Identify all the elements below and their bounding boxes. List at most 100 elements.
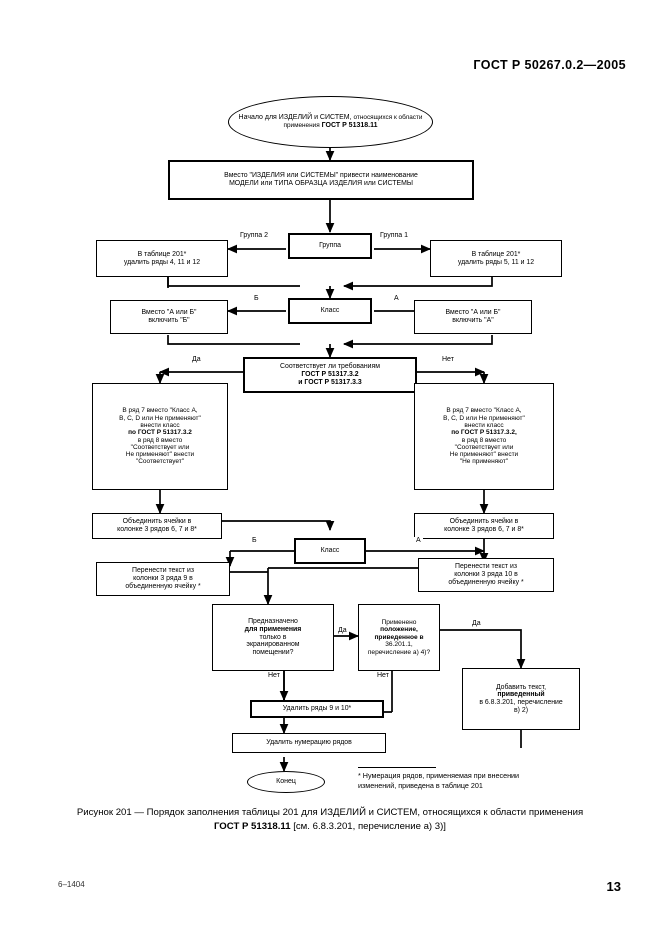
move-right-line-3: объединенную ячейку *: [448, 578, 524, 586]
decision-group: Группа: [288, 233, 372, 259]
decision-class-2: Класс: [294, 538, 366, 564]
start-line-4: ГОСТ Р 51318.11: [321, 122, 378, 129]
edge-label-shielded-no: Нет: [266, 672, 282, 679]
clause-line-2: положение,: [380, 626, 418, 634]
move-left-line-2: колонки 3 ряда 9 в: [133, 575, 193, 583]
footnote-line-1: * Нумерация рядов, применяемая при внесе…: [358, 771, 520, 780]
conf-yes-line-5: в ряд 8 вместо: [137, 436, 183, 444]
decision-clause-applied: Применено положение, приведенное в 36.20…: [358, 604, 440, 671]
end-terminator: Конец: [247, 771, 325, 793]
edge-label-class2-a: А: [414, 537, 423, 544]
class-b-line-1: Вместо "А или Б": [141, 309, 197, 317]
edge-label-class-b: Б: [252, 295, 261, 302]
edge-label-no: Нет: [440, 356, 456, 363]
conf-yes-line-1: В ряд 7 вместо "Класс А,: [122, 407, 198, 415]
decision-conformity: Соответствует ли требованиям ГОСТ Р 5131…: [243, 357, 417, 393]
step-rename-line-2: МОДЕЛИ или ТИПА ОБРАЗЦА ИЗДЕЛИЯ или СИСТ…: [229, 180, 413, 187]
step-rename-box: Вместо "ИЗДЕЛИЯ или СИСТЕМЫ" привести на…: [168, 160, 474, 200]
caption-part-1: Рисунок 201 — Порядок заполнения таблицы…: [76, 807, 584, 818]
start-terminator: Начало для ИЗДЕЛИЙ и СИСТЕМ, относящихся…: [228, 96, 433, 148]
group2-line-1: В таблице 201*: [137, 250, 187, 258]
delete-rows-box: Удалить ряды 9 и 10*: [250, 700, 384, 718]
clause-line-5: перечисление а) 4)?: [367, 648, 431, 656]
merge-right-line-1: Объединить ячейки в: [449, 518, 519, 526]
group1-box: В таблице 201* удалить ряды 5, 11 и 12: [430, 240, 562, 277]
move-text-left-box: Перенести текст из колонки 3 ряда 9 в об…: [96, 562, 230, 596]
start-line-1: Начало: [238, 113, 263, 121]
move-right-line-1: Перенести текст из: [455, 563, 517, 571]
merge-left-line-2: колонке 3 рядов 6, 7 и 8*: [117, 526, 197, 533]
conf-no-line-3: внести класс: [464, 421, 504, 429]
edge-label-clause-yes: Да: [470, 620, 483, 627]
shielded-line-5: помещении?: [252, 649, 294, 657]
conf-no-line-5: в ряд 8 вместо: [461, 436, 507, 444]
conf-yes-line-2: В, С, D или Не применяют": [119, 414, 201, 422]
class-a-box: Вместо "А или Б" включить "А": [414, 300, 532, 334]
step-rename-line-1: Вместо "ИЗДЕЛИЯ или СИСТЕМЫ" привести на…: [224, 172, 418, 180]
move-left-line-1: Перенести текст из: [132, 567, 194, 575]
edge-label-shielded-yes: Да: [336, 627, 349, 634]
conformity-no-box: В ряд 7 вместо "Класс А, В, С, D или Не …: [414, 383, 554, 490]
shielded-line-4: экранированном: [246, 641, 300, 649]
conformity-line-3: и ГОСТ Р 51317.3.3: [298, 378, 362, 386]
merge-cells-right-box: Объединить ячейки в колонке 3 рядов 6, 7…: [414, 513, 554, 539]
group1-line-1: В таблице 201*: [471, 250, 521, 258]
conf-no-line-6: "Соответствует или: [454, 443, 514, 451]
add-text-line-2: приведенный: [497, 691, 545, 699]
start-line-3: относящихся к области применения: [283, 113, 423, 129]
document-header: ГОСТ Р 50267.0.2—2005: [473, 58, 626, 72]
merge-right-line-2: колонке 3 рядов 6, 7 и 8*: [444, 526, 524, 533]
conformity-line-1: Соответствует ли требованиям: [280, 363, 380, 371]
conformity-line-2: ГОСТ Р 51317.3.2: [301, 371, 359, 379]
flowchart: Начало для ИЗДЕЛИЙ и СИСТЕМ, относящихся…: [92, 96, 580, 793]
decision-class-1: Класс: [288, 298, 372, 324]
decision-shielded-room: Предназначено для применения только в эк…: [212, 604, 334, 671]
add-text-line-4: в) 2): [514, 706, 528, 714]
start-line-2: для ИЗДЕЛИЙ и СИСТЕМ,: [264, 113, 352, 121]
figure-caption: Рисунок 201 — Порядок заполнения таблицы…: [60, 806, 600, 834]
footnote: * Нумерация рядов, применяемая при внесе…: [358, 767, 573, 790]
conf-no-line-2: В, С, D или Не применяют": [443, 414, 525, 422]
clause-line-1: Применено: [381, 619, 417, 627]
footnote-line-2: изменений, приведена в таблице 201: [358, 780, 483, 790]
class-a-line-2: включить "А": [452, 317, 494, 324]
conf-yes-line-7: Не применяют" внести: [125, 451, 195, 459]
conf-yes-line-8: "Соответствует": [135, 458, 185, 466]
footer-signature: 6–1404: [58, 880, 85, 889]
class-b-line-2: включить "Б": [148, 317, 190, 324]
class-a-line-1: Вместо "А или Б": [445, 309, 501, 317]
shielded-line-2: для применения: [244, 625, 302, 633]
edge-label-class-a: А: [392, 295, 401, 302]
footnote-rule: [358, 767, 436, 768]
caption-standard-ref: ГОСТ Р 51318.11: [214, 820, 291, 832]
conf-yes-line-3: внести класс: [140, 421, 180, 429]
shielded-line-1: Предназначено: [248, 618, 298, 626]
move-left-line-3: объединенную ячейку *: [125, 582, 201, 590]
caption-part-3: [см. 6.8.3.201, перечисление а) 3)]: [293, 820, 446, 832]
flowchart-connectors: [155, 147, 526, 773]
conf-yes-line-6: "Соответствует или: [130, 443, 190, 451]
conf-no-line-1: В ряд 7 вместо "Класс А,: [446, 407, 522, 415]
clause-line-3: приведенное в: [374, 633, 424, 641]
delete-numbering-box: Удалить нумерацию рядов: [232, 733, 386, 753]
add-text-line-1: Добавить текст,: [495, 683, 547, 691]
move-right-line-2: колонки 3 ряда 10 в: [454, 571, 518, 579]
merge-cells-left-box: Объединить ячейки в колонке 3 рядов 6, 7…: [92, 513, 222, 539]
move-text-right-box: Перенести текст из колонки 3 ряда 10 в о…: [418, 558, 554, 592]
edge-label-yes: Да: [190, 356, 203, 363]
edge-label-class2-b: Б: [250, 537, 259, 544]
conformity-yes-box: В ряд 7 вместо "Класс А, В, С, D или Не …: [92, 383, 228, 490]
conf-no-line-8: "Не применяют": [459, 458, 509, 466]
conf-no-line-7: Не применяют" внести: [449, 451, 519, 459]
page-number: 13: [606, 879, 621, 894]
group1-line-2: удалить ряды 5, 11 и 12: [457, 258, 535, 266]
merge-left-line-1: Объединить ячейки в: [122, 518, 192, 526]
shielded-line-3: только в: [259, 633, 287, 641]
edge-label-clause-no: Нет: [375, 672, 391, 679]
edge-label-group-2: Группа 2: [238, 232, 271, 239]
conf-yes-line-4: по ГОСТ Р 51317.3.2: [128, 429, 192, 437]
group2-box: В таблице 201* удалить ряды 4, 11 и 12: [96, 240, 228, 277]
clause-line-4: 36.201.1,: [385, 641, 413, 649]
add-text-box: Добавить текст, приведенный в 6.8.3.201,…: [462, 668, 580, 730]
